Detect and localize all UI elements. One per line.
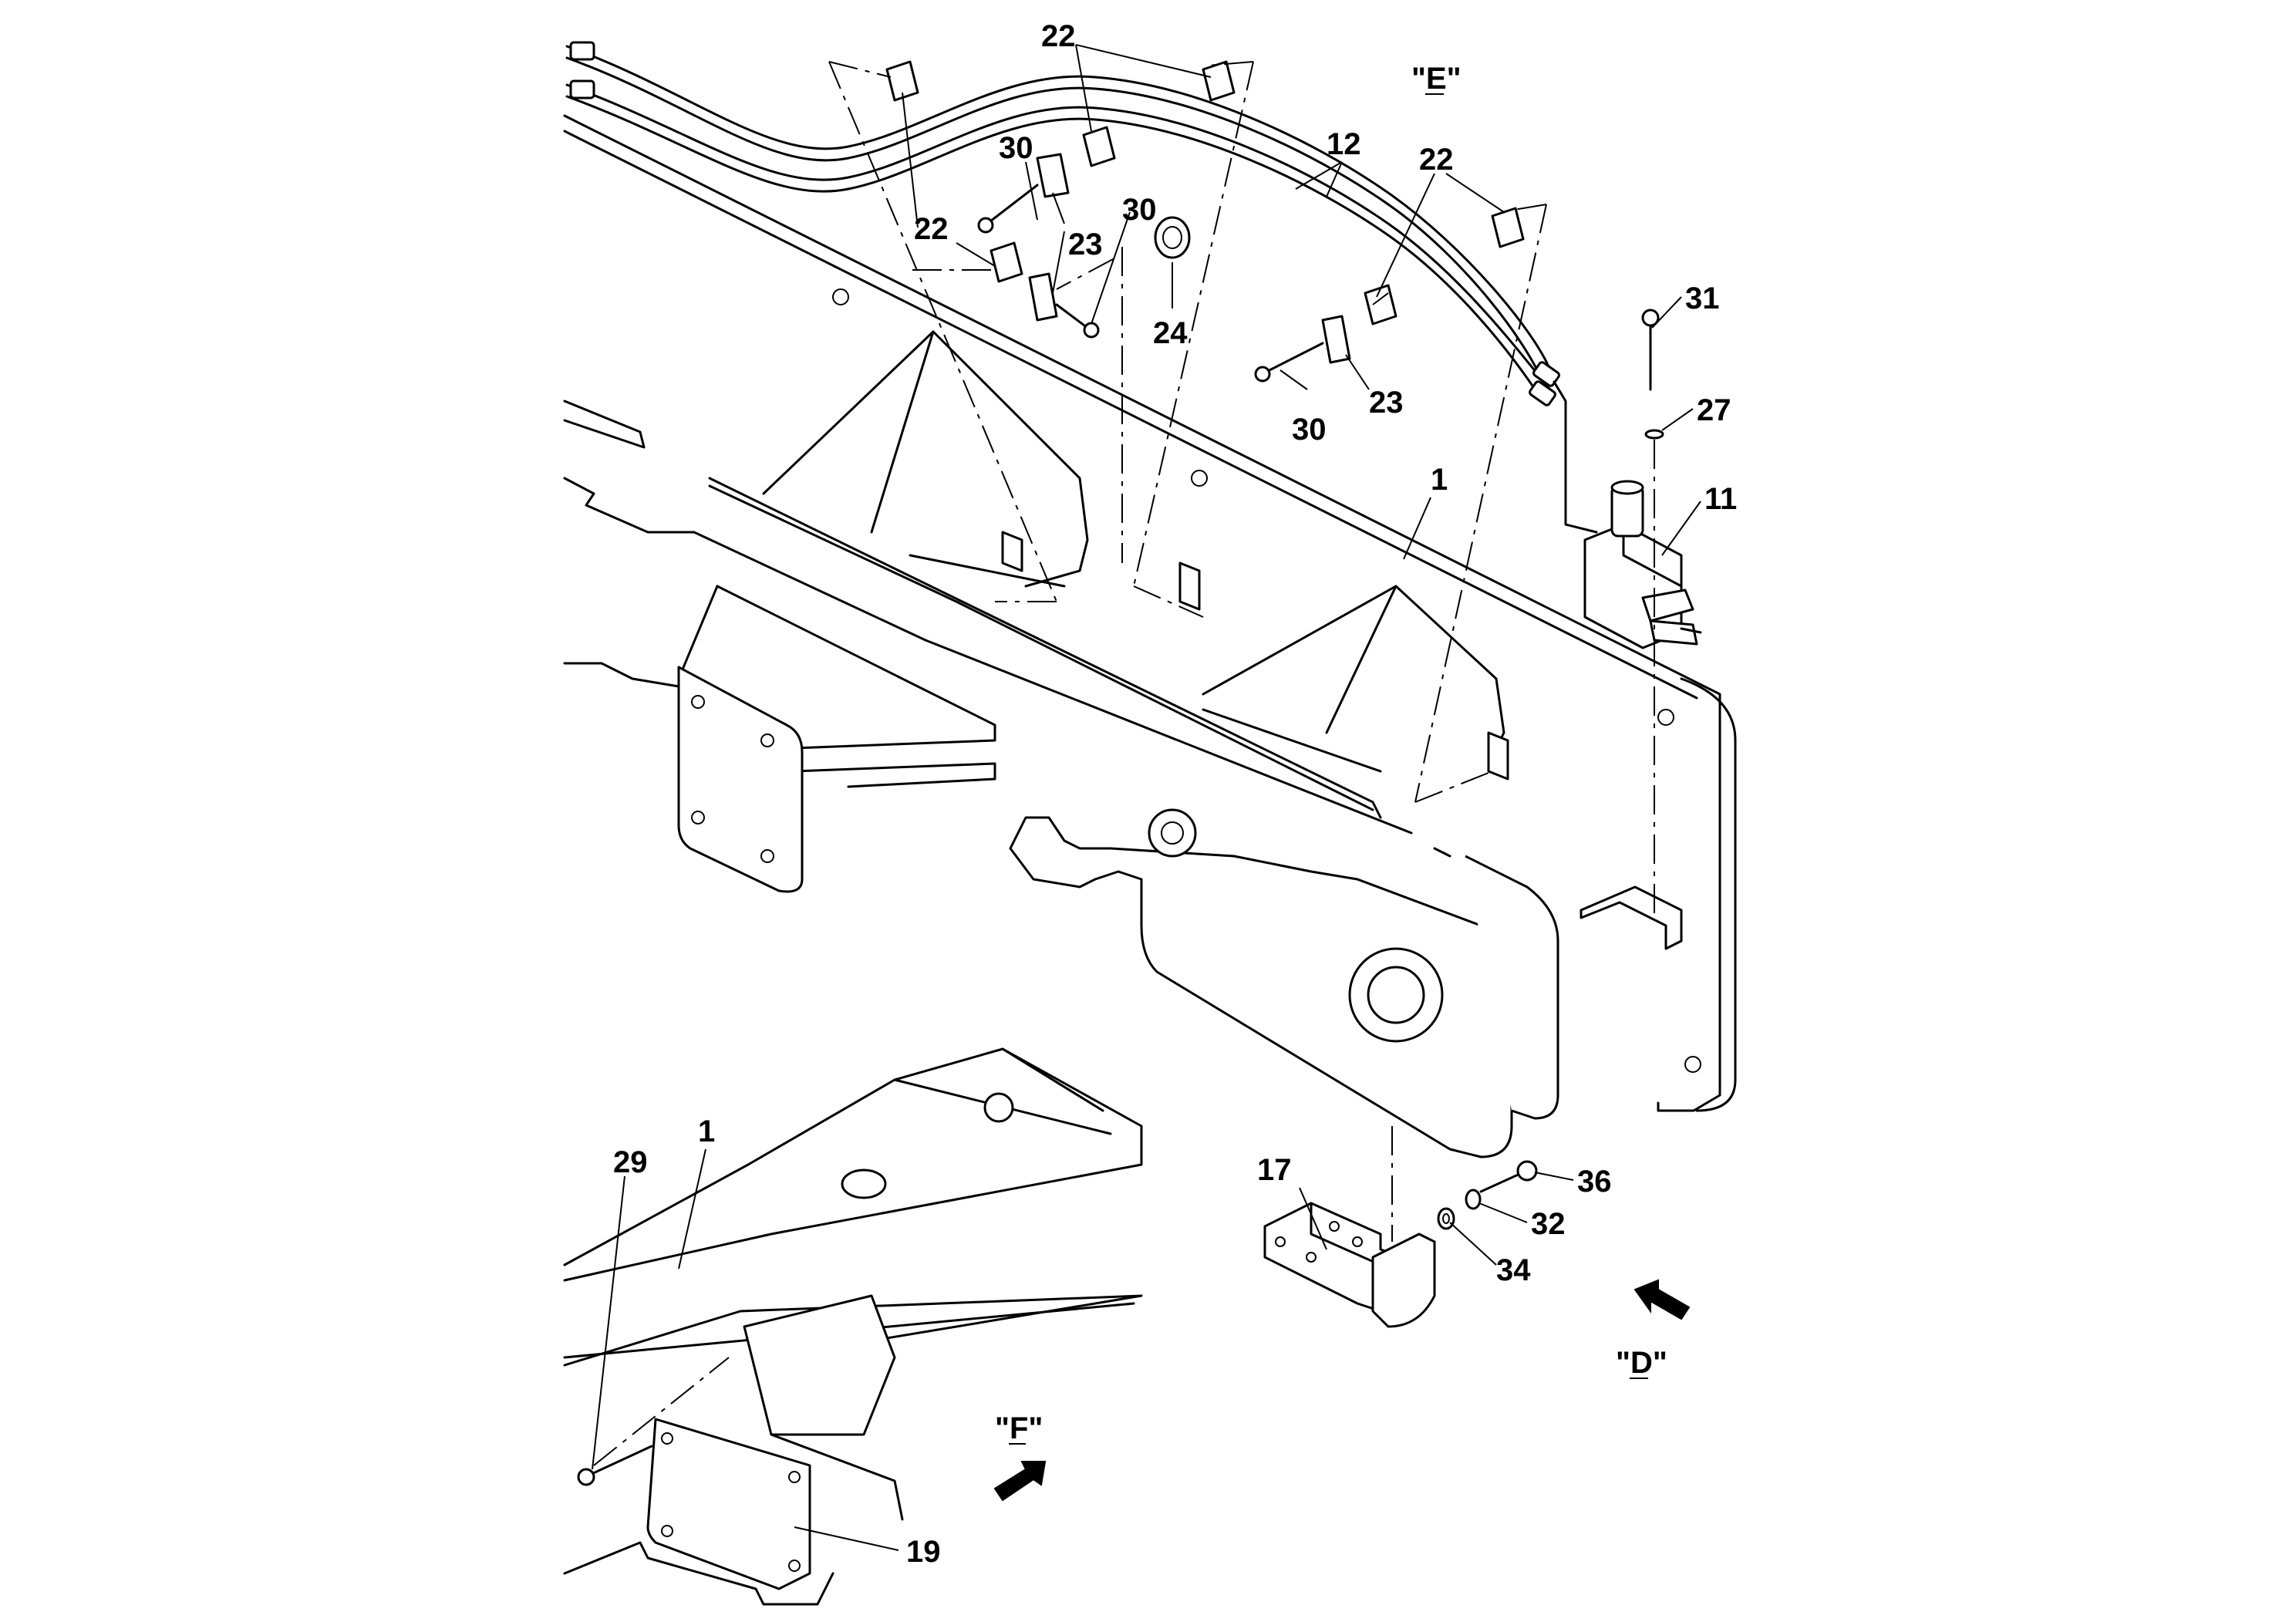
valve-block (1583, 480, 1702, 649)
callout-31: 31 (1685, 282, 1720, 315)
grommet (1154, 216, 1191, 259)
callout-32: 32 (1531, 1207, 1566, 1241)
hose-lines (565, 41, 1598, 534)
frame-rail-upper (563, 114, 1737, 1158)
bolt-29 (577, 1445, 653, 1486)
view-arrow-d-icon (1633, 1279, 1691, 1320)
callout-27: 27 (1697, 393, 1731, 427)
callout-29: 29 (613, 1145, 648, 1179)
frame-detail-lower (563, 1047, 1143, 1606)
view-label-f: "F" (995, 1411, 1043, 1445)
long-bolt (1641, 309, 1664, 918)
callout-12: 12 (1327, 127, 1361, 161)
construction-lines (828, 61, 1547, 1242)
leader-lines (592, 44, 1701, 1551)
view-labels: "E" "D" "F" (995, 62, 1667, 1445)
callout-11: 11 (1704, 482, 1737, 516)
callout-19: 19 (906, 1535, 941, 1569)
callout-30: 30 (1292, 413, 1327, 447)
callout-23: 23 (1068, 228, 1103, 261)
clamp-plate (1028, 153, 1351, 364)
bolt (977, 184, 1324, 383)
view-label-d: "D" (1616, 1346, 1667, 1380)
callout-17: 17 (1257, 1153, 1292, 1187)
callout-36: 36 (1577, 1165, 1612, 1199)
bolt-36 (1479, 1160, 1538, 1193)
hose-clamp (885, 60, 1525, 325)
callout-1: 1 (698, 1114, 715, 1148)
callout-24: 24 (1153, 316, 1188, 350)
view-label-e: "E" (1411, 62, 1462, 96)
callout-1: 1 (1431, 463, 1448, 497)
callout-30: 30 (999, 131, 1033, 165)
mounting-bracket (1263, 1202, 1436, 1328)
callout-34: 34 (1496, 1253, 1531, 1287)
callout-22: 22 (1419, 143, 1454, 177)
callout-30: 30 (1122, 193, 1157, 227)
callouts: 22 30 22 23 30 24 12 22 23 30 31 27 11 1… (613, 19, 1737, 1569)
view-arrow-f-icon (993, 1461, 1047, 1502)
callout-22: 22 (1041, 19, 1076, 53)
callout-23: 23 (1369, 386, 1404, 420)
callout-22: 22 (914, 212, 949, 246)
washer (1437, 1189, 1482, 1230)
